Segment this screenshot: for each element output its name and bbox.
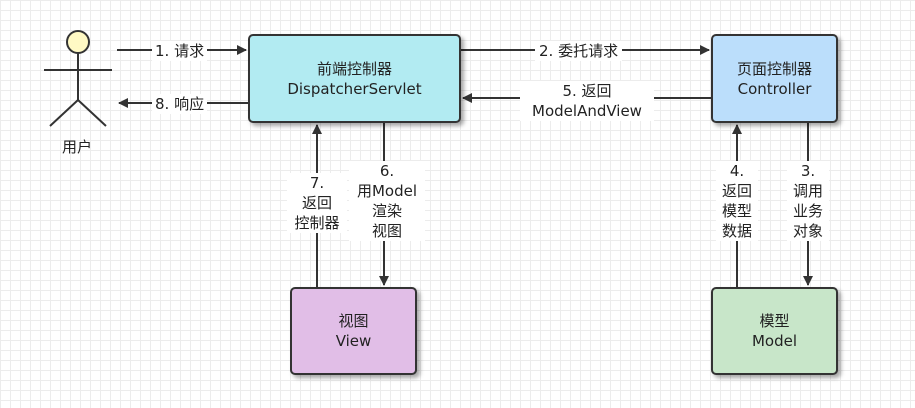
model-title: 模型	[759, 312, 790, 330]
edge-6-label-line-1: 6.	[379, 162, 395, 180]
edge-5-label: 5. 返回 ModelAndView	[520, 81, 654, 121]
controller-node[interactable]: 页面控制器 Controller	[711, 34, 838, 123]
edge-4-label: 4. 返回 模型 数据	[716, 161, 758, 241]
view-subtitle: View	[335, 332, 372, 350]
edge-6-label-line-4: 视图	[371, 222, 402, 240]
edge-1-label: 1. 请求	[152, 41, 208, 61]
edge-6-label-line-3: 渲染	[371, 202, 402, 220]
view-title: 视图	[338, 312, 369, 330]
edge-6-label: 6. 用Model 渲染 视图	[349, 161, 425, 241]
edge-5-label-line-1: 5. 返回	[562, 82, 612, 100]
actor-label: 用户	[62, 138, 93, 156]
controller-subtitle: Controller	[737, 79, 812, 98]
edge-3-label-line-4: 对象	[792, 222, 823, 240]
dispatcher-servlet-node[interactable]: 前端控制器 DispatcherServlet	[248, 34, 461, 123]
model-node[interactable]: 模型 Model	[711, 287, 838, 375]
edge-3-label-line-3: 业务	[792, 202, 823, 220]
edge-7-label-line-1: 7.	[309, 174, 325, 192]
edge-8-label: 8. 响应	[152, 94, 208, 114]
model-subtitle: Model	[751, 332, 798, 350]
edge-7-label: 7. 返回 控制器	[287, 173, 347, 233]
edge-7-label-line-3: 控制器	[294, 214, 340, 232]
view-node[interactable]: 视图 View	[290, 287, 417, 375]
edge-4-label-line-1: 4.	[729, 162, 745, 180]
actor-head	[66, 30, 90, 54]
dispatcher-subtitle: DispatcherServlet	[287, 79, 422, 98]
edge-4-label-line-2: 返回	[721, 182, 752, 200]
edge-6-label-line-2: 用Model	[356, 182, 418, 200]
edge-2-label: 2. 委托请求	[535, 41, 623, 61]
controller-title: 页面控制器	[736, 59, 812, 78]
edge-7-label-line-2: 返回	[301, 194, 332, 212]
edge-3-label: 3. 调用 业务 对象	[787, 161, 829, 241]
edge-3-label-line-2: 调用	[792, 182, 823, 200]
edge-4-label-line-4: 数据	[721, 222, 752, 240]
edge-3-label-line-1: 3.	[800, 162, 816, 180]
dispatcher-title: 前端控制器	[316, 59, 392, 78]
edge-4-label-line-3: 模型	[721, 202, 752, 220]
edge-5-label-line-2: ModelAndView	[532, 102, 642, 120]
stick-figure-icon	[44, 30, 112, 127]
